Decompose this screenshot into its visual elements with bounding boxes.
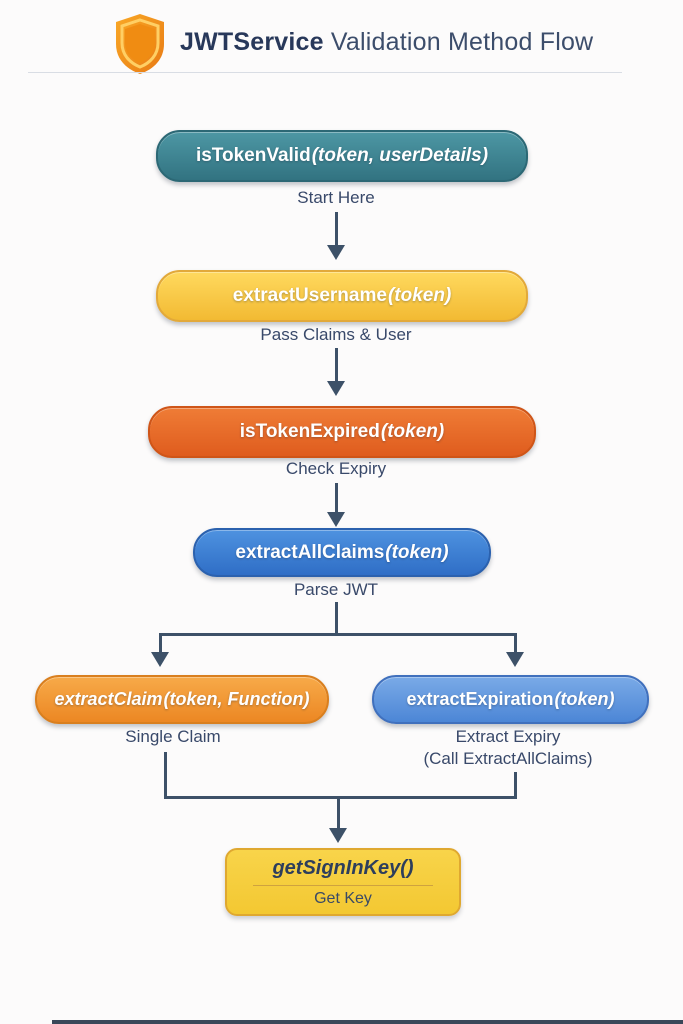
arrowhead-branch-left — [151, 652, 169, 667]
arrowhead-merge — [329, 828, 347, 843]
connector-line-2 — [335, 348, 338, 382]
caption-extract-expiry: Extract Expiry — [455, 727, 561, 746]
node-getsigninkey: getSignInKey() Get Key — [225, 848, 461, 916]
caption-single-claim: Single Claim — [125, 727, 221, 746]
merge-stem-line — [337, 799, 340, 829]
node-extractallclaims-params: (token) — [385, 541, 449, 563]
arrowhead-2 — [327, 381, 345, 396]
node-getsigninkey-title: getSignInKey() — [272, 857, 413, 880]
shield-icon — [116, 14, 164, 74]
caption-pass-claims: Pass Claims & User — [260, 325, 412, 344]
node-extractclaim-params: (token, Function) — [163, 689, 310, 709]
arrowhead-1 — [327, 245, 345, 260]
caption-parse-jwt: Parse JWT — [293, 580, 379, 599]
branch-horizontal-line — [159, 633, 517, 636]
bottom-edge-bar — [52, 1020, 683, 1024]
node-extractallclaims: extractAllClaims(token) — [193, 528, 491, 577]
node-extractusername-params: (token) — [387, 285, 452, 306]
caption-start-here: Start Here — [297, 188, 375, 207]
node-istokenvalid: isTokenValid(token, userDetails) — [156, 130, 528, 182]
branch-left-drop-line — [159, 633, 162, 653]
connector-line-1 — [335, 212, 338, 246]
page-title-bold: JWTService — [180, 28, 324, 56]
node-getsigninkey-params: () — [400, 856, 414, 879]
branch-right-drop-line — [514, 633, 517, 653]
arrowhead-branch-right — [506, 652, 524, 667]
merge-left-line — [164, 752, 167, 799]
node-istokenvalid-name: isTokenValid — [195, 145, 311, 166]
caption-check-expiry: Check Expiry — [285, 459, 387, 478]
node-istokenexpired-name: isTokenExpired — [239, 421, 380, 442]
keybox-divider — [253, 884, 433, 886]
page-title: JWTService Validation Method Flow — [180, 28, 593, 57]
node-istokenexpired-params: (token) — [380, 421, 445, 442]
node-extractusername: extractUsername(token) — [156, 270, 528, 322]
merge-right-line — [514, 772, 517, 799]
node-extractclaim: extractClaim(token, Function) — [35, 675, 329, 724]
node-extractusername-name: extractUsername — [232, 285, 387, 306]
page-title-rest: Validation Method Flow — [323, 28, 594, 56]
node-istokenexpired: isTokenExpired(token) — [148, 406, 536, 458]
branch-stem-line — [335, 602, 338, 636]
node-istokenvalid-params: (token, userDetails) — [311, 145, 489, 166]
caption-call-extractallclaims: (Call ExtractAllClaims) — [423, 749, 593, 768]
caption-get-key: Get Key — [314, 889, 372, 907]
node-extractclaim-name: extractClaim — [54, 689, 163, 709]
merge-horizontal-line — [164, 796, 517, 799]
node-extractexpiration: extractExpiration(token) — [372, 675, 649, 724]
header-divider — [28, 72, 622, 73]
connector-line-3 — [335, 483, 338, 513]
node-extractallclaims-name: extractAllClaims — [235, 541, 385, 563]
node-extractexpiration-params: (token) — [554, 689, 615, 709]
arrowhead-3 — [327, 512, 345, 527]
node-extractexpiration-name: extractExpiration — [406, 689, 554, 709]
node-getsigninkey-name: getSignInKey — [272, 856, 401, 879]
